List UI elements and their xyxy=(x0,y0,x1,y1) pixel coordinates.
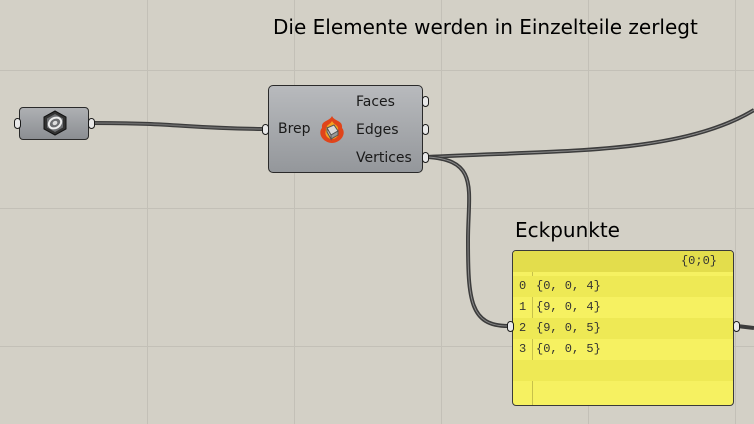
wire-vertices-to-panel-highlight xyxy=(426,156,509,327)
param-input-port[interactable] xyxy=(14,118,21,129)
panel-path-label: {0;0} xyxy=(680,254,717,268)
output-label-faces: Faces xyxy=(356,94,395,110)
row-index: 1 xyxy=(519,300,527,314)
grid-line xyxy=(0,208,754,209)
row-index: 2 xyxy=(519,321,527,335)
brep-input-port[interactable] xyxy=(262,124,269,135)
wire-param-to-brep-highlight xyxy=(91,122,263,130)
grid-line xyxy=(588,0,589,424)
brep-param-icon xyxy=(43,110,67,136)
grid-line xyxy=(147,0,148,424)
brep-param-component[interactable] xyxy=(19,107,89,140)
panel-row: 2 {9, 0, 5} xyxy=(513,318,733,339)
panel-header: {0;0} xyxy=(513,251,733,272)
panel-input-port[interactable] xyxy=(507,321,514,332)
row-index: 3 xyxy=(519,342,527,356)
row-index: 0 xyxy=(519,279,527,293)
output-label-edges: Edges xyxy=(356,122,399,138)
canvas-heading: Die Elemente werden in Einzelteile zerle… xyxy=(273,15,698,39)
eckpunkte-panel[interactable]: {0;0} 0 {0, 0, 4} 1 {9, 0, 4} 2 {9, 0, 5… xyxy=(512,250,734,406)
panel-title: Eckpunkte xyxy=(515,218,620,242)
grid-line xyxy=(735,0,736,424)
row-value: {0, 0, 5} xyxy=(536,342,601,356)
param-output-port[interactable] xyxy=(88,118,95,129)
wire-vertices-out-highlight xyxy=(426,109,754,158)
panel-row-empty xyxy=(513,360,733,381)
row-value: {9, 0, 4} xyxy=(536,300,601,314)
panel-row: 0 {0, 0, 4} xyxy=(513,276,733,297)
row-value: {0, 0, 4} xyxy=(536,279,601,293)
grid-line xyxy=(294,0,295,424)
output-label-vertices: Vertices xyxy=(356,150,412,166)
edges-output-port[interactable] xyxy=(422,124,429,135)
panel-output-port[interactable] xyxy=(733,321,740,332)
panel-row: 3 {0, 0, 5} xyxy=(513,339,733,360)
input-label-brep: Brep xyxy=(278,121,311,137)
deconstruct-brep-icon xyxy=(320,116,344,143)
row-value: {9, 0, 5} xyxy=(536,321,601,335)
panel-row: 1 {9, 0, 4} xyxy=(513,297,733,318)
vertices-output-port[interactable] xyxy=(422,152,429,163)
deconstruct-brep-component[interactable]: Brep Faces Edges Vertices xyxy=(268,85,423,173)
grid-line xyxy=(441,0,442,424)
grid-line xyxy=(0,70,754,71)
faces-output-port[interactable] xyxy=(422,96,429,107)
grid-line xyxy=(0,346,754,347)
